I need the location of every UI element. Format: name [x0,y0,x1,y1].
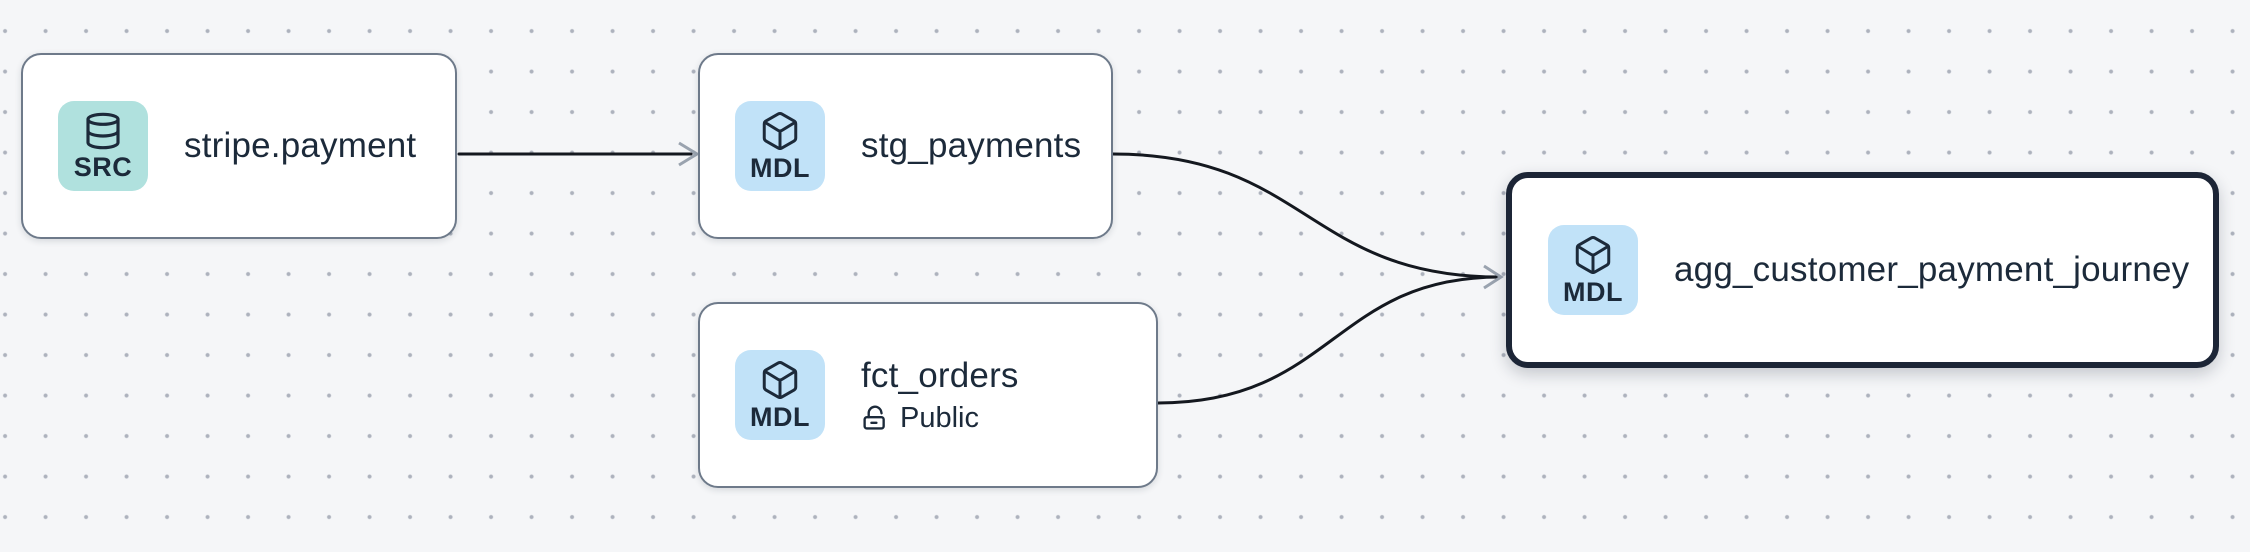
node-text-block: fct_orders Public [861,355,1019,435]
node-label: fct_orders [861,356,1019,395]
access-label: Public [900,402,979,434]
node-stripe-payment[interactable]: SRC stripe.payment [21,53,457,239]
edge-stg-payments-to-agg [1111,152,1502,279]
model-type-badge: MDL [735,350,825,440]
badge-label: SRC [73,152,133,182]
node-stg-payments[interactable]: MDL stg_payments [698,53,1113,239]
node-fct-orders[interactable]: MDL fct_orders Public [698,302,1158,488]
box-icon [762,112,798,150]
box-icon [762,361,798,399]
model-type-badge: MDL [1548,225,1638,315]
lock-open-icon [863,405,885,430]
badge-label: MDL [1563,277,1623,307]
edge-fct-orders-to-agg [1156,275,1502,405]
badge-label: MDL [750,153,810,183]
access-row: Public [861,402,1019,435]
node-label: stg_payments [861,126,1082,165]
node-label: agg_customer_payment_journey [1674,250,2190,289]
arrowhead-icon [678,141,700,167]
arrowhead-icon [1483,264,1504,290]
model-type-badge: MDL [735,101,825,191]
node-agg-customer-payment-journey[interactable]: MDL agg_customer_payment_journey [1506,172,2219,368]
node-label: stripe.payment [184,126,417,165]
source-type-badge: SRC [58,101,148,191]
database-icon [86,112,120,150]
badge-label: MDL [750,402,810,432]
box-icon [1575,236,1611,274]
